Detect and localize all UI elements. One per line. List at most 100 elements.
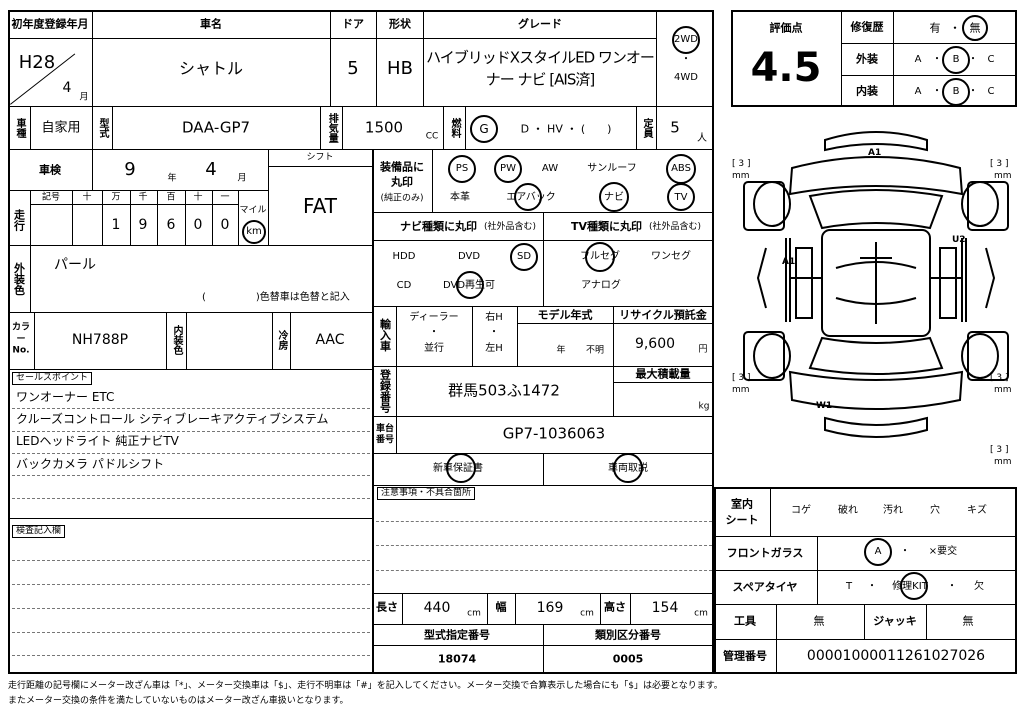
inspection-month: 4 [205, 159, 217, 180]
sales-points-label: セールスポイント [12, 372, 93, 385]
mm-rr: mm [994, 385, 1012, 395]
digit-head-1: 万 [111, 192, 121, 203]
equip-tv-circle [667, 183, 695, 211]
manual-circle [613, 453, 643, 483]
glass-label: フロントガラス [726, 546, 804, 560]
navi-types-sub: (社外品含む) [484, 222, 537, 232]
spare-label: スペアタイヤ [732, 580, 798, 594]
door-label: ドア [342, 17, 364, 31]
exterior-b-circle [942, 46, 970, 74]
digit-head-5: 一 [220, 192, 230, 203]
digit-3: 6 [166, 217, 176, 233]
import-label: 輸入車 [378, 318, 392, 352]
interior-color-label: 内装色 [171, 325, 182, 355]
ac-value: AAC [315, 332, 345, 348]
interior-b-circle [942, 78, 970, 106]
import-right-h: 右H [485, 312, 503, 323]
interior-grade-label: 内装 [856, 84, 878, 98]
equip-label-3: (純正のみ) [380, 193, 424, 204]
tools-value: 無 [813, 614, 825, 628]
exterior-dot-1: ・ [932, 54, 942, 65]
footer-line-1: 走行距離の記号欄にメーター改ざん車は「*」、メーター交換車は「$」、走行不明車は… [8, 681, 723, 691]
car-name-value: シャトル [178, 59, 244, 78]
max-load-unit: kg [698, 401, 710, 412]
seat-label-2: シート [725, 513, 759, 527]
shape-label: 形状 [389, 17, 411, 31]
import-parallel: 並行 [424, 343, 444, 354]
reg-era: H28 [18, 52, 56, 73]
digit-2: 9 [138, 217, 148, 233]
digit-head-3: 百 [166, 192, 176, 203]
glass-dot: ・ [900, 546, 910, 557]
equip-label-1: 装備品に [380, 160, 424, 174]
navi-dvd: DVD [457, 251, 481, 262]
shift-label: シフト [306, 152, 334, 163]
ext-color-value: パール [54, 257, 96, 273]
type-num-label: 型式指定番号 [424, 628, 490, 642]
equip-abs-circle [666, 154, 696, 184]
chassis-value: GP7-1036063 [502, 424, 606, 443]
navi-dvd-play-circle [456, 271, 484, 299]
navi-types-label: ナビ種類に丸印 [400, 220, 477, 233]
capacity-value: 5 [670, 118, 680, 137]
navi-hdd: HDD [392, 251, 416, 262]
bracket-rl: [ 3 ] [732, 373, 750, 383]
sales-line-1: ワンオーナー ETC [16, 390, 115, 404]
doors-value: 5 [347, 58, 359, 79]
fuel-rest: D ・ HV ・ ( ) [520, 122, 612, 136]
capacity-unit: 人 [697, 133, 707, 144]
score-value: 4.5 [750, 45, 822, 91]
inspection-label: 車検 [39, 163, 61, 177]
digit-1: 1 [111, 217, 121, 233]
class-num-value: 0005 [612, 652, 644, 666]
seat-item-0: コゲ [791, 505, 811, 516]
exterior-dot-2: ・ [968, 54, 978, 65]
score-label: 評価点 [769, 21, 803, 35]
reg-number-label: 登録番号 [378, 369, 392, 413]
bracket-fr: [ 3 ] [990, 159, 1008, 169]
use-value: 自家用 [41, 120, 81, 136]
width-value: 169 [536, 600, 564, 616]
digit-5: 0 [220, 217, 230, 233]
model-value: DAA-GP7 [181, 118, 251, 137]
model-label: 型式 [97, 118, 108, 138]
inspection-notes-label: 検査記入欄 [12, 525, 66, 538]
length-unit: cm [467, 608, 481, 619]
import-left-h: 左H [485, 343, 503, 354]
mgmt-value: 00001000011261027026 [806, 648, 986, 664]
repair-label: 修復歴 [850, 20, 884, 34]
mm-spare: mm [994, 457, 1012, 467]
spare-dot-1: ・ [867, 581, 877, 592]
equip-pw-circle [494, 155, 522, 183]
mm-rl: mm [732, 385, 750, 395]
model-year-unknown: 不明 [585, 345, 605, 356]
import-dot-2: ・ [489, 327, 499, 338]
sales-line-2: クルーズコントロール シティブレーキアクティブシステム [16, 412, 329, 426]
kigou-label: 記号 [41, 192, 61, 203]
car-name-label: 車名 [200, 17, 222, 31]
a1-top-label: A1 [868, 148, 881, 158]
chassis-label: 車台番号 [375, 424, 394, 445]
grade-label: グレード [518, 17, 562, 31]
height-label: 高さ [604, 600, 626, 614]
mile-label: マイル [239, 205, 267, 216]
recycle-unit: 円 [698, 344, 708, 355]
repair-no-circle [962, 15, 988, 41]
exterior-c: C [987, 54, 995, 65]
reg-month: 4 [62, 80, 72, 96]
shape-value: HB [387, 58, 413, 79]
score-frame [731, 10, 1017, 107]
seat-item-4: キズ [967, 505, 987, 516]
grade-line-1: ハイブリッドXスタイルED ワンオー [426, 48, 655, 67]
footer-line-2: またメーター交換の条件を満たしていないものはメーター改ざん車扱いとなります。 [8, 696, 349, 706]
ac-label: 冷房 [276, 330, 287, 350]
max-load-label: 最大積載量 [635, 367, 691, 381]
height-unit: cm [694, 608, 708, 619]
disp-unit: CC [425, 131, 439, 142]
reg-date-label: 初年度登録年月 [11, 17, 89, 31]
tv-fullseg-circle [585, 242, 615, 272]
inspection-year-unit: 年 [167, 173, 177, 184]
spare-dot-2: ・ [947, 581, 957, 592]
repair-dot: ・ [949, 21, 961, 35]
interior-panel-frame [714, 487, 1017, 674]
